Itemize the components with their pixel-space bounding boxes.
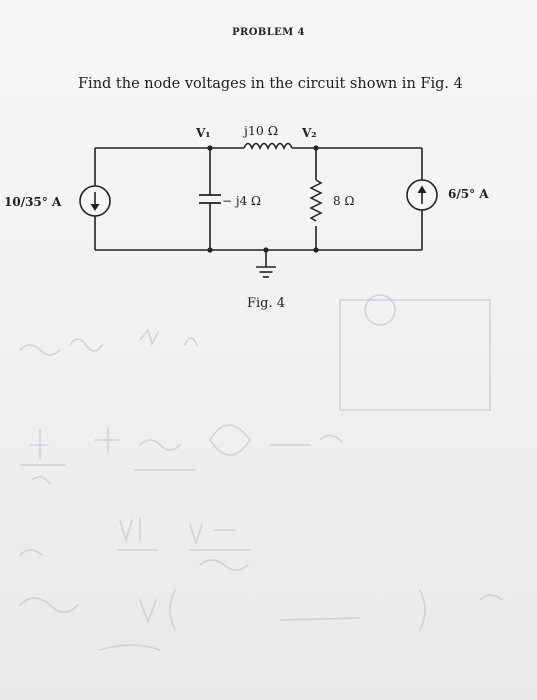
right-source-label: 6/5° A <box>448 187 489 201</box>
node-v1-dot <box>207 145 213 151</box>
right-current-source <box>406 179 438 211</box>
left-source-label: 10/35° A <box>4 195 62 209</box>
problem-title: PROBLEM 4 <box>232 27 305 38</box>
ground-icon <box>256 266 276 278</box>
capacitor-label: − j4 Ω <box>222 194 261 208</box>
node-v1-label: V₁ <box>195 126 211 140</box>
inductor-label: j10 Ω <box>242 123 278 138</box>
inductor-coil <box>243 142 293 150</box>
resistor-zigzag <box>309 179 323 222</box>
problem-statement: Find the node voltages in the circuit sh… <box>78 76 463 92</box>
figure-caption: Fig. 4 <box>247 296 285 311</box>
capacitor-symbol <box>199 194 221 204</box>
left-current-source <box>79 185 111 217</box>
bottom-node-dot-ground <box>263 247 269 253</box>
bottom-node-dot-left <box>207 247 213 253</box>
node-v2-dot <box>313 145 319 151</box>
node-v2-label: V₂ <box>301 126 317 140</box>
ghost-handwriting <box>19 294 503 651</box>
bottom-node-dot-right <box>313 247 319 253</box>
resistor-label: 8 Ω <box>333 194 354 208</box>
